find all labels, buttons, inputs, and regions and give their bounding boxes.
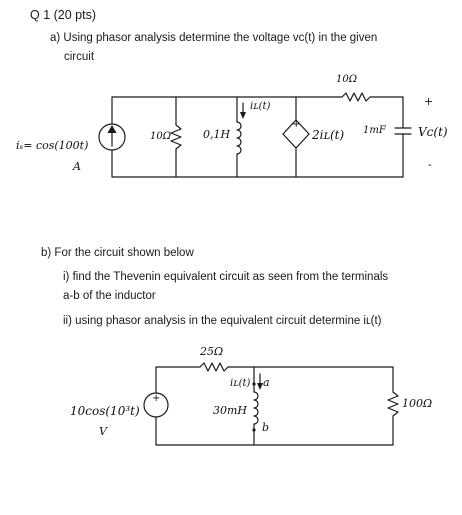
question-title: Q 1 (20 pts) bbox=[30, 8, 96, 22]
vs-label: 10cos(10³t) bbox=[70, 404, 140, 418]
part-b-text-line2: i) find the Thevenin equivalent circuit … bbox=[63, 271, 389, 283]
inductor-b-current-label: iʟ(t) bbox=[230, 378, 251, 389]
r-top-label: 25Ω bbox=[200, 345, 224, 358]
part-b-text-line1: b) For the circuit shown below bbox=[41, 247, 194, 259]
inductor-0-1h bbox=[236, 121, 242, 155]
terminal-a-label: a bbox=[263, 376, 270, 389]
source-is-label: iₛ= cos(100t) bbox=[16, 139, 89, 152]
resistor-10ohm-vertical bbox=[170, 124, 182, 150]
part-a-text-line1: a) Using phasor analysis determine the v… bbox=[50, 32, 378, 44]
r1-label: 10Ω bbox=[150, 131, 172, 142]
inductor-label: 0,1H bbox=[203, 128, 231, 141]
source-is-unit: A bbox=[73, 160, 81, 173]
part-b-text-line4: ii) using phasor analysis in the equival… bbox=[63, 315, 382, 327]
part-a-text-line2: circuit bbox=[64, 51, 95, 63]
vs-unit: V bbox=[99, 425, 107, 438]
dep-source-plus: + bbox=[292, 119, 301, 130]
vc-label: Vᴄ(t) bbox=[418, 125, 448, 139]
inductor-30mh bbox=[253, 391, 259, 425]
r2-label: 10Ω bbox=[336, 74, 358, 85]
inductor-current-label: iʟ(t) bbox=[250, 101, 271, 112]
part-b-text-line3: a-b of the inductor bbox=[63, 290, 156, 302]
terminal-b-label: b bbox=[262, 421, 270, 434]
cap-label: 1mF bbox=[363, 125, 386, 136]
r-right-label: 100Ω bbox=[402, 397, 433, 410]
vc-minus: - bbox=[428, 158, 432, 171]
inductor-b-label: 30mH bbox=[213, 404, 248, 417]
resistor-100ohm bbox=[387, 391, 399, 417]
resistor-10ohm-top bbox=[341, 92, 371, 102]
dep-source-label: 2iʟ(t) bbox=[312, 128, 345, 142]
vs-plus: + bbox=[152, 393, 161, 404]
resistor-25ohm bbox=[199, 362, 229, 372]
vc-plus: + bbox=[424, 95, 434, 108]
